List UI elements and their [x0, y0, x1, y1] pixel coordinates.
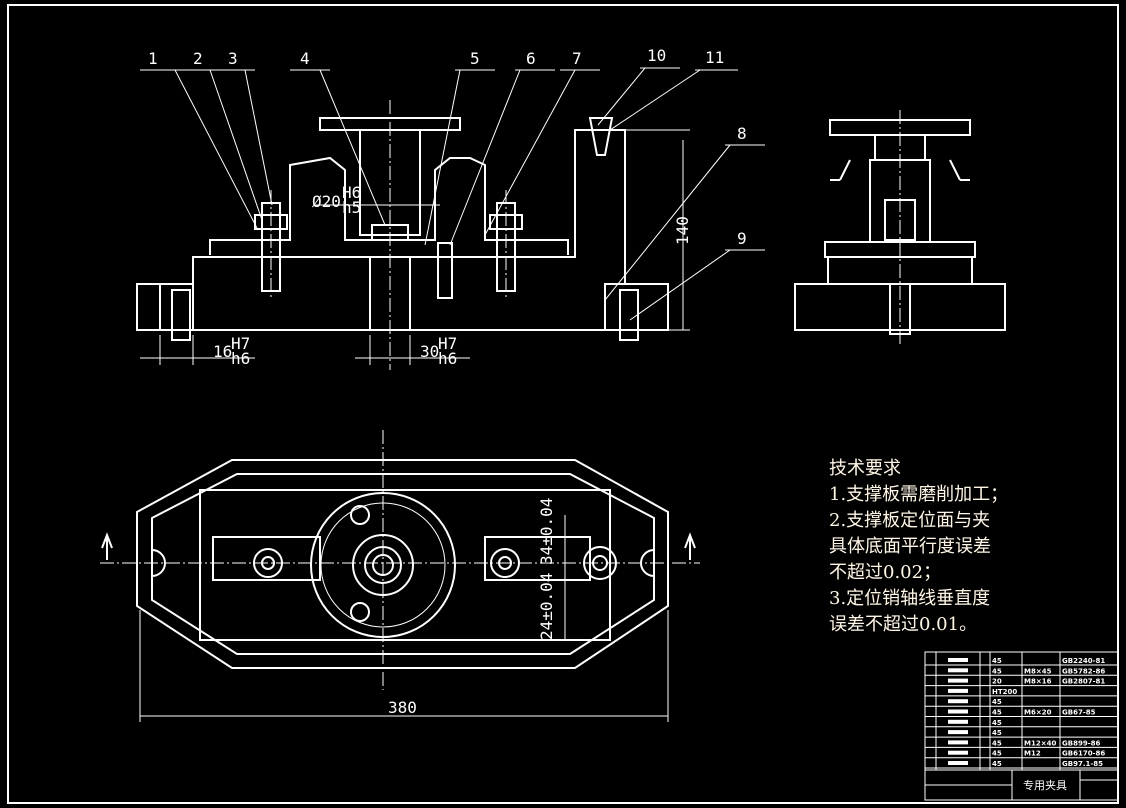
requirement-line: 3.定位销轴线垂直度 — [829, 588, 990, 609]
part-name-bar — [948, 688, 968, 693]
part-name-bar — [948, 658, 968, 662]
cell-material: 20 — [992, 678, 1002, 686]
balloon-3: 3 — [228, 49, 238, 68]
cell-standard: GB2240-81 — [1062, 657, 1105, 665]
requirement-line: 不超过0.02； — [829, 562, 941, 583]
balloon-11: 11 — [705, 48, 724, 67]
side-view — [794, 110, 1006, 345]
cell-material: 45 — [992, 698, 1002, 706]
requirements-title: 技术要求 — [829, 458, 901, 479]
balloon-8: 8 — [737, 124, 747, 143]
part-name-bar — [948, 730, 968, 735]
screw-left — [171, 289, 191, 341]
dim-pin-left-lower: h6 — [231, 349, 250, 368]
requirement-line: 2.支撑板定位面与夹 — [829, 510, 990, 531]
screw-right — [619, 289, 639, 341]
cell-standard: GB899-86 — [1062, 739, 1100, 747]
balloon-7: 7 — [572, 49, 582, 68]
cell-spec: M8×45 — [1024, 667, 1052, 675]
cell-material: HT200 — [992, 688, 1017, 696]
cell-standard: GB2807-81 — [1062, 678, 1105, 686]
clamp-plate — [209, 156, 569, 255]
part-name-bar — [948, 761, 968, 765]
dim-pin-left-upper: H7 — [231, 334, 250, 353]
cell-spec: M6×20 — [1024, 709, 1052, 717]
cell-material: 45 — [992, 709, 1002, 717]
part-name-bar — [948, 699, 968, 704]
balloon-10: 10 — [647, 46, 666, 65]
dim-pin-left: 16 — [213, 342, 232, 361]
drawing-border — [7, 4, 1119, 804]
left-flange — [136, 283, 194, 331]
part-name-bar — [948, 709, 968, 714]
cell-standard: GB67-85 — [1062, 709, 1096, 717]
cell-standard: GB5782-86 — [1062, 667, 1105, 675]
drawing-title: 专用夹具 — [1023, 778, 1067, 792]
cell-standard: GB97.1-85 — [1062, 760, 1103, 768]
base-body-left — [159, 256, 371, 331]
dim-height: 140 — [673, 216, 692, 245]
cell-spec: M12 — [1024, 750, 1041, 758]
front-view: Ø20 H6 h5 140 16 H7 h6 30 H7 h6 — [136, 46, 765, 370]
balloon-1: 1 — [148, 49, 158, 68]
cell-material: 45 — [992, 729, 1002, 737]
cell-material: 45 — [992, 739, 1002, 747]
dim-pin-center-upper: H7 — [438, 334, 457, 353]
balloon-4: 4 — [300, 49, 310, 68]
dim-pin-center-lower: h6 — [438, 349, 457, 368]
balloon-9: 9 — [737, 229, 747, 248]
cell-material: 45 — [992, 657, 1002, 665]
dim-length: 380 — [388, 698, 417, 717]
cell-spec: M12×40 — [1024, 739, 1056, 747]
top-pin — [588, 117, 614, 156]
part-name-bar — [948, 740, 968, 745]
requirement-line: 1.支撑板需磨削加工； — [829, 484, 1008, 505]
cell-standard: GB6170-86 — [1062, 750, 1105, 758]
dim-upper-offset: 34±0.04 — [537, 498, 556, 565]
cell-material: 45 — [992, 719, 1002, 727]
dim-pin-center: 30 — [420, 342, 439, 361]
part-name-bar — [948, 719, 968, 724]
requirement-line: 具体底面平行度误差 — [829, 536, 991, 557]
part-name-bar — [948, 668, 968, 673]
right-flange — [604, 283, 669, 331]
part-name-bar — [948, 678, 968, 683]
requirement-line: 误差不超过0.01。 — [829, 614, 977, 635]
locating-pin — [437, 242, 453, 299]
dim-lower-offset: 24±0.04 — [537, 573, 556, 640]
cell-material: 45 — [992, 760, 1002, 768]
cell-material: 45 — [992, 750, 1002, 758]
cell-material: 45 — [992, 667, 1002, 675]
cell-spec: M8×16 — [1024, 678, 1052, 686]
technical-requirements: 技术要求 1.支撑板需磨削加工； 2.支撑板定位面与夹 具体底面平行度误差 不超… — [829, 458, 1008, 635]
balloon-2: 2 — [193, 49, 203, 68]
dim-bore-fit-lower: h5 — [342, 198, 361, 217]
dim-bore-fit-upper: H6 — [342, 183, 361, 202]
top-view: 34±0.04 24±0.04 380 — [100, 430, 700, 722]
balloon-6: 6 — [526, 49, 536, 68]
balloon-5: 5 — [470, 49, 480, 68]
leader-lines — [140, 67, 765, 321]
part-name-bar — [948, 750, 968, 755]
dim-bore: Ø20 — [312, 192, 341, 211]
